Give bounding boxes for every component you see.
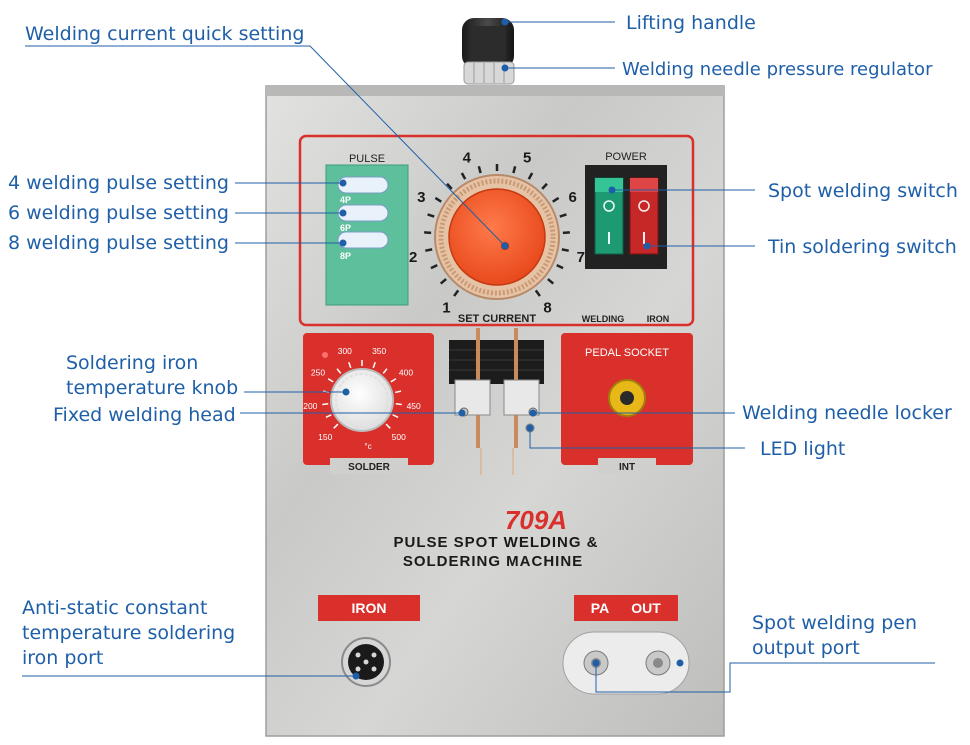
dial-tick xyxy=(425,249,432,250)
callout-pressure-regulator: Welding needle pressure regulator xyxy=(622,59,933,80)
dial-number-label: 3 xyxy=(417,189,425,206)
tin-soldering-switch[interactable] xyxy=(630,178,658,254)
callout-soldering-knob-line2: temperature knob xyxy=(66,377,238,399)
model-number: 709A xyxy=(505,505,567,535)
spot-welding-pen-output-port[interactable] xyxy=(563,632,689,694)
dial-tick xyxy=(562,249,569,250)
int-label: INT xyxy=(619,462,635,473)
iron-switch-label: IRON xyxy=(647,314,670,324)
set-current-label: SET CURRENT xyxy=(458,313,537,325)
pa-label: PA xyxy=(591,600,609,616)
welding-switch-label: WELDING xyxy=(582,314,625,324)
temperature-mark-label: 250 xyxy=(311,367,325,377)
pa-out-label-plate xyxy=(574,595,678,621)
temperature-mark-label: 150 xyxy=(318,432,332,442)
iron-port-label: IRON xyxy=(352,600,387,616)
callout-pulse-8: 8 welding pulse setting xyxy=(8,232,229,254)
callout-iron-port-line1: Anti-static constant xyxy=(22,597,207,619)
lifting-handle xyxy=(462,18,514,68)
callout-iron-port-line2: temperature soldering xyxy=(22,622,235,644)
pulse-label: PULSE xyxy=(349,153,385,165)
pulse-6p-label: 6P xyxy=(340,223,351,233)
iron-port-connector[interactable] xyxy=(342,638,390,686)
temperature-mark-label: 350 xyxy=(372,346,386,356)
dial-tick xyxy=(513,166,515,173)
callout-welding-needle-locker: Welding needle locker xyxy=(742,402,952,424)
temperature-mark-label: 300 xyxy=(338,346,352,356)
welding-head-base xyxy=(449,340,544,384)
callout-spot-welding-switch: Spot welding switch xyxy=(768,180,958,202)
dial-number-label: 1 xyxy=(442,300,450,317)
dial-number-label: 8 xyxy=(543,300,551,317)
dial-tick xyxy=(479,166,481,173)
temperature-tick xyxy=(322,404,328,405)
machine-title-line2: SOLDERING MACHINE xyxy=(403,553,583,570)
dial-number-label: 2 xyxy=(409,249,417,266)
dial-number-label: 6 xyxy=(569,189,577,206)
callout-pulse-4: 4 welding pulse setting xyxy=(8,172,229,194)
callout-fixed-welding-head: Fixed welding head xyxy=(53,404,236,426)
callout-soldering-knob-line1: Soldering iron xyxy=(66,352,198,374)
temperature-mark-label: 500 xyxy=(392,432,406,442)
pedal-socket[interactable] xyxy=(609,380,645,416)
pulse-4p-label: 4P xyxy=(340,195,351,205)
temperature-mark-label: 400 xyxy=(399,367,413,377)
callout-led-light: LED light xyxy=(760,438,845,460)
dial-number-label: 5 xyxy=(523,149,531,166)
temp-unit-label: °c xyxy=(364,442,371,451)
pulse-panel xyxy=(326,165,408,305)
callout-pen-port-line2: output port xyxy=(752,637,860,659)
callout-tin-soldering-switch: Tin soldering switch xyxy=(767,236,957,258)
soldering-iron-temperature-knob[interactable] xyxy=(331,369,393,431)
case-top-shadow xyxy=(266,86,724,96)
temperature-mark-label: 450 xyxy=(407,401,421,411)
dial-number-label: 4 xyxy=(463,149,472,166)
callout-lifting-handle: Lifting handle xyxy=(626,12,756,34)
solder-label: SOLDER xyxy=(348,462,390,473)
callout-pen-port-line1: Spot welding pen xyxy=(752,612,917,634)
dial-number-label: 7 xyxy=(577,249,585,266)
pedal-socket-label: PEDAL SOCKET xyxy=(585,347,669,359)
callout-current-quick-setting: Welding current quick setting xyxy=(25,23,304,45)
pulse-8p-label: 8P xyxy=(340,251,351,261)
temperature-mark-label: 200 xyxy=(303,401,317,411)
power-label: POWER xyxy=(605,151,647,163)
temperature-tick xyxy=(396,404,402,405)
out-label: OUT xyxy=(631,600,661,616)
callout-iron-port-line3: iron port xyxy=(22,647,103,669)
machine-title-line1: PULSE SPOT WELDING & xyxy=(393,534,598,551)
callout-pulse-6: 6 welding pulse setting xyxy=(8,202,229,224)
